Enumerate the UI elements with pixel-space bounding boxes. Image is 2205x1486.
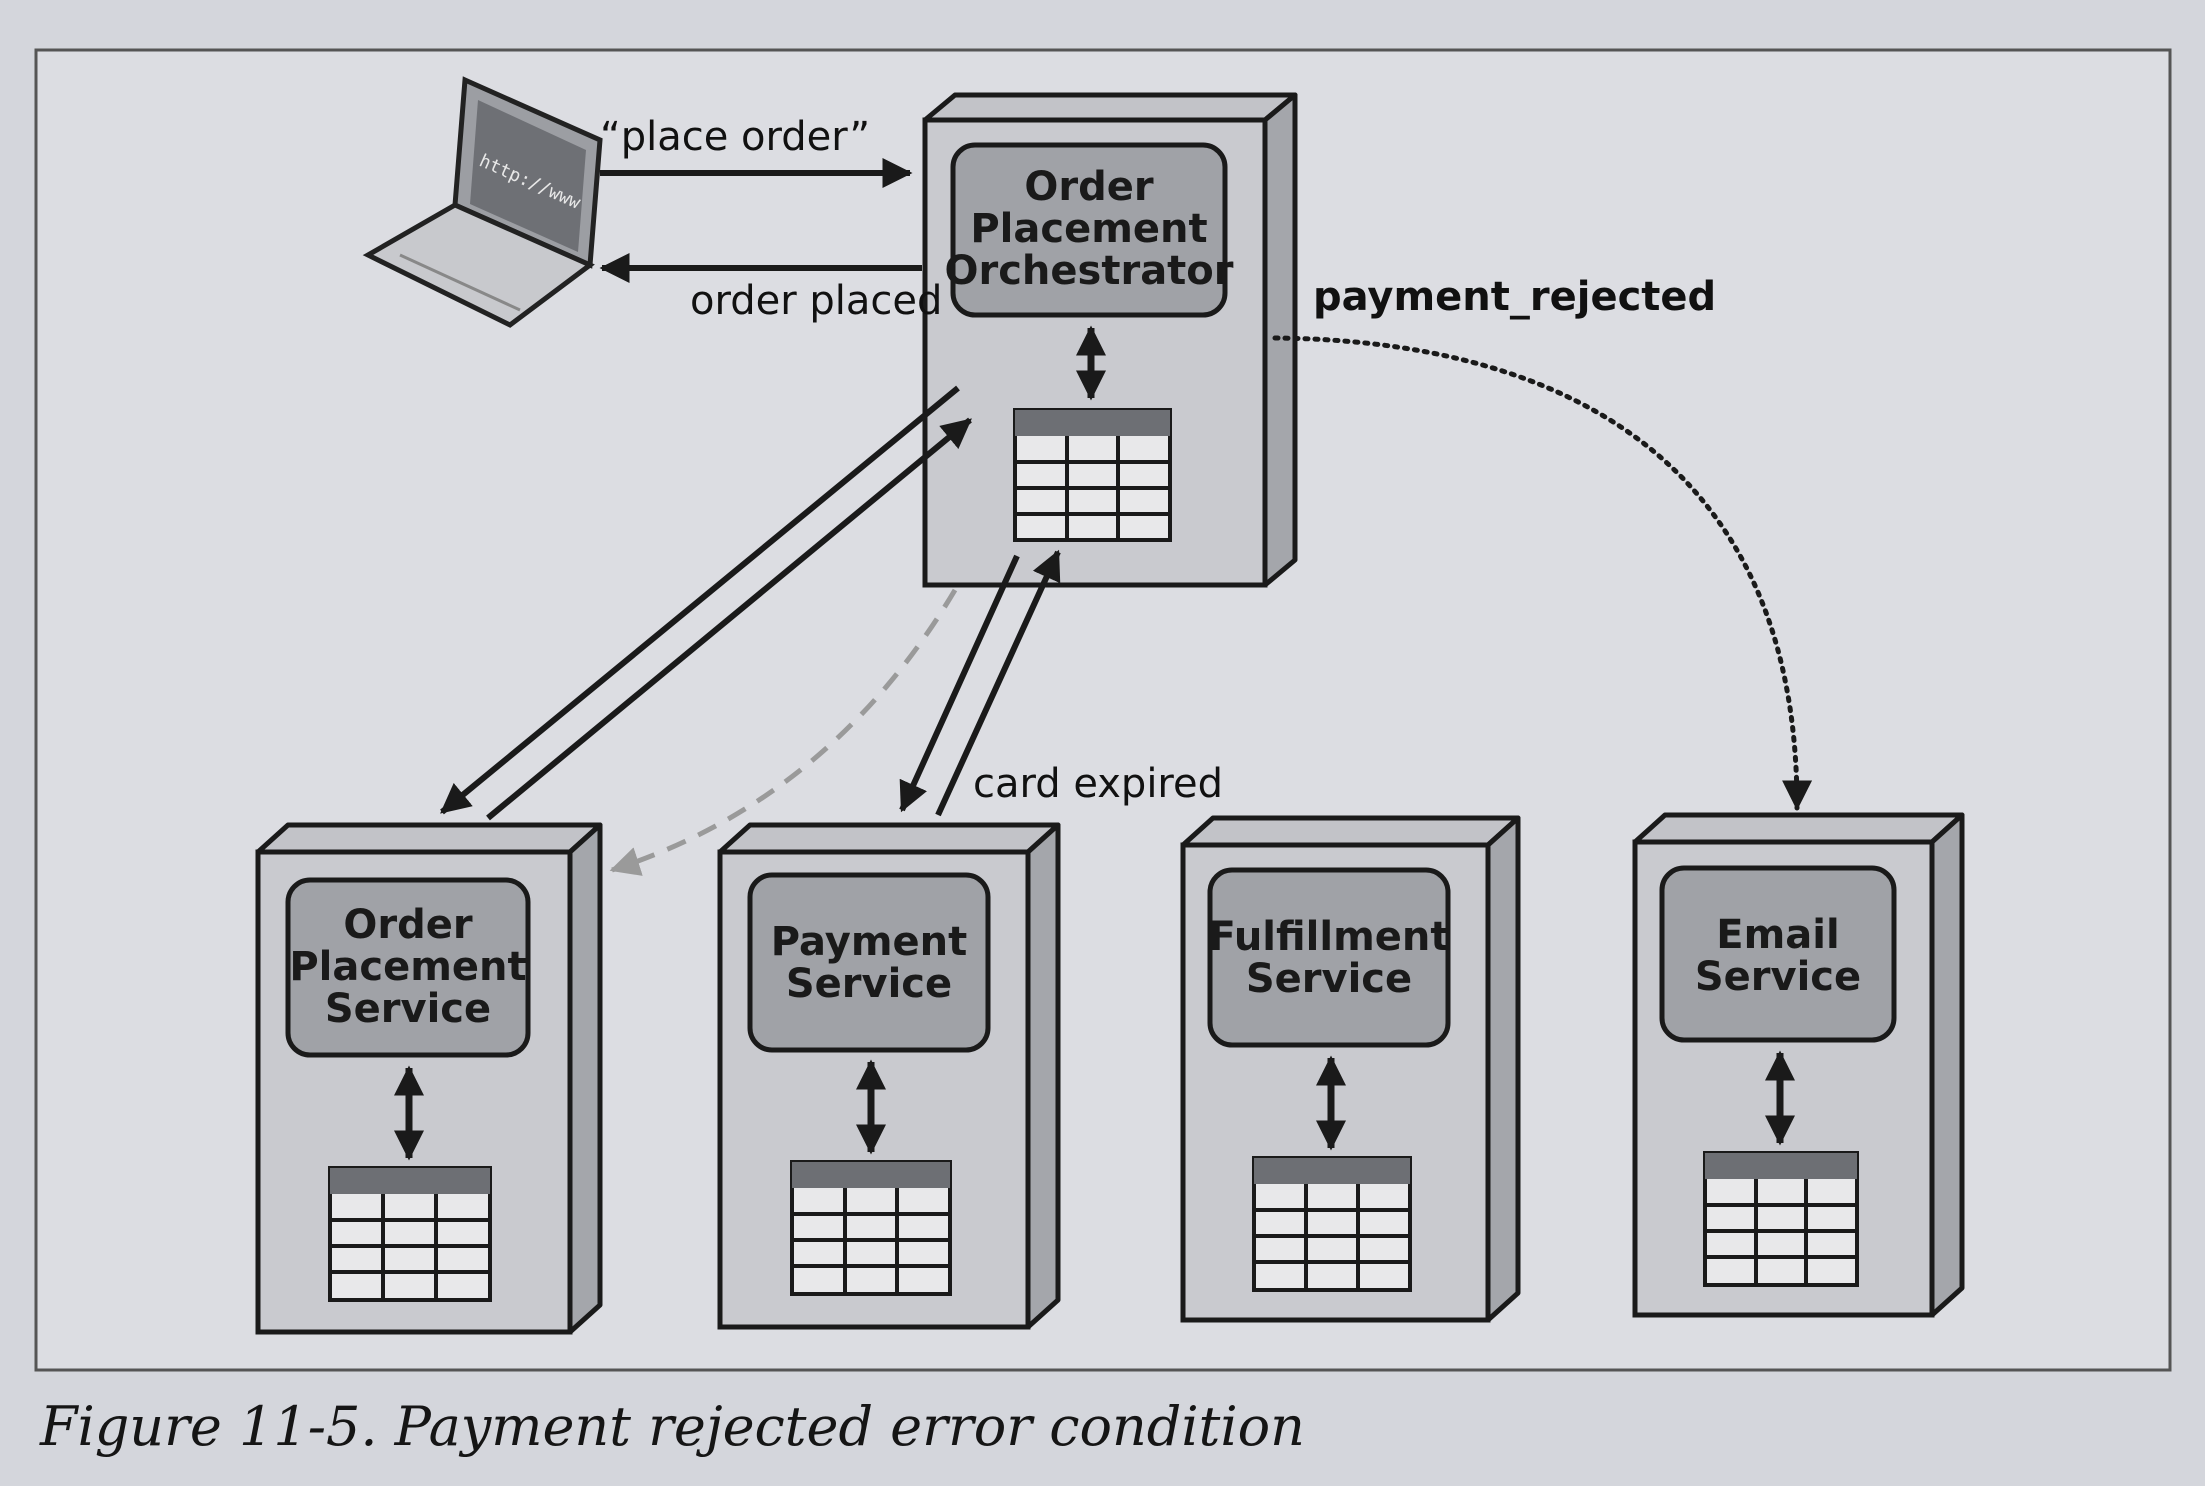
fulfillment-component [1207, 867, 1451, 1048]
fulfillment-label-line2: Service [1246, 956, 1412, 1002]
orchestrator-label-line1: Order [1024, 164, 1153, 210]
payment-rejected-label: payment_rejected [1313, 274, 1716, 320]
email-label-line1: Email [1716, 912, 1839, 958]
database-icon [1252, 1156, 1412, 1292]
order-placement-label-line1: Order [343, 902, 472, 948]
fulfillment-service-box: Fulfillment Service [1180, 815, 1521, 1323]
order-placement-service-box: Order Placement Service [255, 822, 603, 1335]
email-label-line2: Service [1695, 954, 1861, 1000]
database-icon [790, 1160, 952, 1296]
database-icon [328, 1166, 492, 1302]
orchestrator-component [950, 142, 1228, 318]
orchestrator-to-payment-arrow [899, 554, 1020, 813]
card-expired-label: card expired [973, 761, 1223, 807]
payment-to-orchestrator-arrow [935, 549, 1061, 817]
payment-label-line1: Payment [771, 919, 967, 965]
orchestrator-to-order-placement-arrow [440, 385, 960, 815]
order-placement-to-orchestrator-arrow [486, 417, 972, 821]
email-service-box: Email Service [1632, 812, 1965, 1318]
fulfillment-label-line1: Fulfillment [1209, 914, 1450, 960]
database-icon [1013, 408, 1172, 542]
payment-service-box: Payment Service [717, 822, 1061, 1330]
payment-rejected-dotted-arrow [1272, 335, 1813, 811]
order-placed-label: order placed [690, 278, 942, 324]
orchestrator-label-line2: Placement [970, 206, 1207, 252]
email-component [1659, 865, 1897, 1043]
laptop-icon: http://www [362, 76, 603, 328]
order-placement-label-line2: Placement [289, 944, 526, 990]
payment-label-line2: Service [786, 961, 952, 1007]
figure-caption: Figure 11-5. Payment rejected error cond… [39, 1395, 1305, 1458]
compensation-dashed-arrow [609, 588, 958, 876]
order-placement-component [285, 877, 531, 1058]
place-order-label: “place order” [600, 114, 870, 160]
payment-component [747, 872, 991, 1053]
orchestrator-box: Order Placement Orchestrator [922, 92, 1298, 588]
orchestrator-label-line3: Orchestrator [944, 248, 1233, 294]
order-placement-label-line3: Service [325, 986, 491, 1032]
database-icon [1703, 1151, 1859, 1287]
